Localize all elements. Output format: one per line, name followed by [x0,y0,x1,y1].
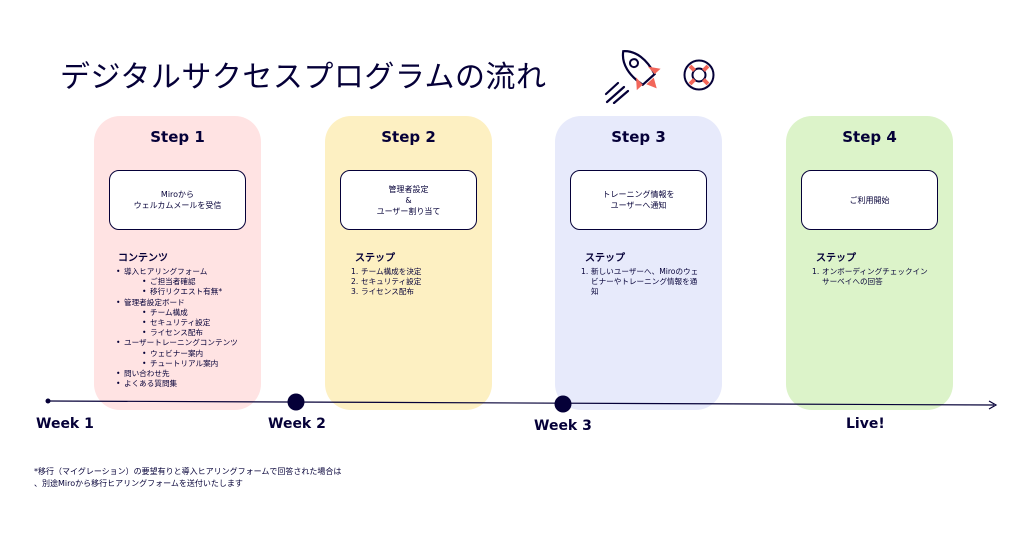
list-item: ライセンス配布 [116,328,253,338]
step-4-description: ご利用開始 [801,170,938,230]
step-3-column: Step 3 トレーニング情報を ユーザーへ通知 ステップ 1.新しいユーザーへ… [555,116,722,410]
timeline-arrowhead [988,400,998,410]
step-3-section-label: ステップ [585,253,625,264]
step-1-description: Miroから ウェルカムメールを受信 [109,170,246,230]
timeline-label-week-1: Week 1 [36,416,94,432]
timeline-label-week-3: Week 3 [534,418,592,434]
step-2-description: 管理者設定 & ユーザー割り当て [340,170,477,230]
step-1-column: Step 1 Miroから ウェルカムメールを受信 コンテンツ 導入ヒアリングフ… [94,116,261,410]
list-item: 1.新しいユーザーへ、Miroのウェビナーやトレーニング情報を通知 [581,267,699,297]
step-3-title: Step 3 [611,128,666,146]
page-title: デジタルサクセスプログラムの流れ [60,60,547,95]
step-4-title: Step 4 [842,128,897,146]
list-item: 問い合わせ先 [116,369,253,379]
list-item: 導入ヒアリングフォーム [116,267,253,277]
list-item: 1.チーム構成を決定 [351,267,422,276]
list-item: 2.セキュリティ設定 [351,277,422,287]
list-item: よくある質問集 [116,379,253,389]
timeline-label-live: Live! [846,416,885,432]
timeline-marker-week-2 [287,393,305,411]
list-item: チュートリアル案内 [116,359,253,369]
list-item: 管理者設定ボード [116,298,253,308]
list-item: チーム構成 [116,308,253,318]
step-4-section-label: ステップ [816,253,856,264]
list-item: セキュリティ設定 [116,318,253,328]
timeline-label-week-2: Week 2 [268,416,326,432]
timeline-start-dot [45,398,51,404]
step-4-step-list: 1.オンボーディングチェックインサーベイへの回答 [812,267,931,287]
footnote: *移行（マイグレーション）の要望有りと導入ヒアリングフォームで回答された場合は … [34,467,342,488]
step-2-section-label: ステップ [355,253,395,264]
list-item: 1.オンボーディングチェックインサーベイへの回答 [812,267,928,287]
step-1-content-list: 導入ヒアリングフォーム ご担当者確認 移行リクエスト有無* 管理者設定ボード チ… [116,267,253,390]
list-item: 移行リクエスト有無* [116,287,253,297]
list-item: 3.ライセンス配布 [351,287,415,297]
step-4-column: Step 4 ご利用開始 ステップ 1.オンボーディングチェックインサーベイへの… [786,116,953,410]
step-2-title: Step 2 [381,128,436,146]
step-2-step-list: 1.チーム構成を決定 2.セキュリティ設定 3.ライセンス配布 [351,267,484,298]
step-2-column: Step 2 管理者設定 & ユーザー割り当て ステップ 1.チーム構成を決定 … [325,116,492,410]
step-3-description: トレーニング情報を ユーザーへ通知 [570,170,707,230]
list-item: ウェビナー案内 [116,349,253,359]
step-1-section-label: コンテンツ [118,253,168,264]
step-3-step-list: 1.新しいユーザーへ、Miroのウェビナーやトレーニング情報を通知 [581,267,700,298]
list-item: ご担当者確認 [116,277,253,287]
list-item: ユーザートレーニングコンテンツ [116,338,253,348]
step-1-title: Step 1 [150,128,205,146]
lifebuoy-icon [683,59,715,91]
rocket-icon [604,50,661,104]
